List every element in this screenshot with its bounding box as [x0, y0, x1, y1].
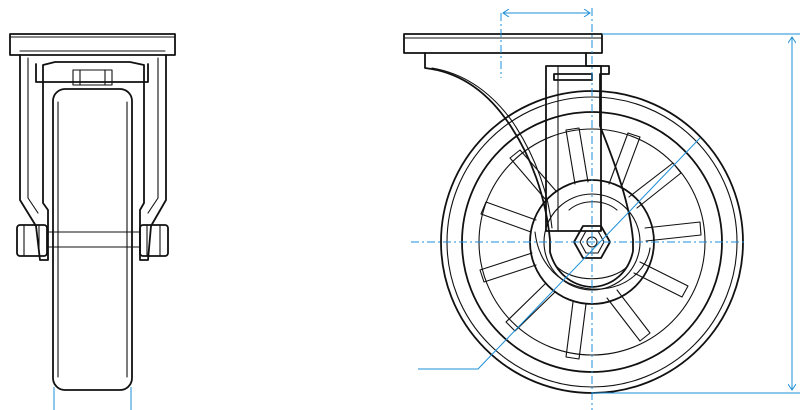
spoke-6	[565, 301, 587, 360]
spoke-10	[509, 149, 557, 201]
front-fork-outline	[19, 54, 167, 261]
side-fork-cap	[553, 73, 593, 81]
left-axle-nut	[16, 224, 48, 257]
side-wheel-spokes	[479, 127, 702, 360]
front-axle-spacer	[46, 231, 141, 248]
spoke-3	[644, 221, 702, 242]
wheel-diameter-leader	[418, 137, 701, 370]
front-top-plate	[9, 33, 176, 56]
side-fork-outer-profile	[424, 52, 634, 288]
spoke-4	[633, 261, 689, 298]
right-axle-nut	[139, 224, 169, 257]
side-top-plate	[403, 33, 603, 54]
front-kingpin-bracket	[35, 63, 149, 83]
spoke-8	[479, 252, 537, 283]
side-hub-top-shadow	[568, 201, 618, 211]
spoke-5	[606, 289, 651, 342]
spoke-1	[608, 132, 641, 189]
spoke-11	[565, 127, 589, 185]
front-right-fork-inner-edge	[147, 57, 159, 214]
front-width-dimension	[53, 387, 132, 410]
side-view	[403, 8, 800, 410]
front-wheel-outline	[52, 88, 133, 391]
front-fork	[19, 54, 167, 261]
spoke-9	[480, 201, 537, 233]
side-center-lines	[411, 8, 746, 410]
front-wheel	[52, 88, 133, 391]
front-plate-outline	[9, 33, 176, 56]
front-axle-assembly	[16, 224, 169, 257]
side-dimensions	[418, 13, 800, 394]
spoke-7	[505, 282, 556, 332]
front-center-bolt-block	[72, 69, 113, 86]
front-view	[9, 33, 176, 410]
spoke-2	[628, 162, 682, 209]
side-hub-bottom-shadow	[555, 265, 629, 280]
side-fork-vertical-plate	[545, 65, 602, 232]
side-plate-outline	[403, 33, 603, 54]
axle-hex-nut-inner	[579, 230, 605, 254]
front-left-fork-inner-edge	[27, 57, 39, 214]
